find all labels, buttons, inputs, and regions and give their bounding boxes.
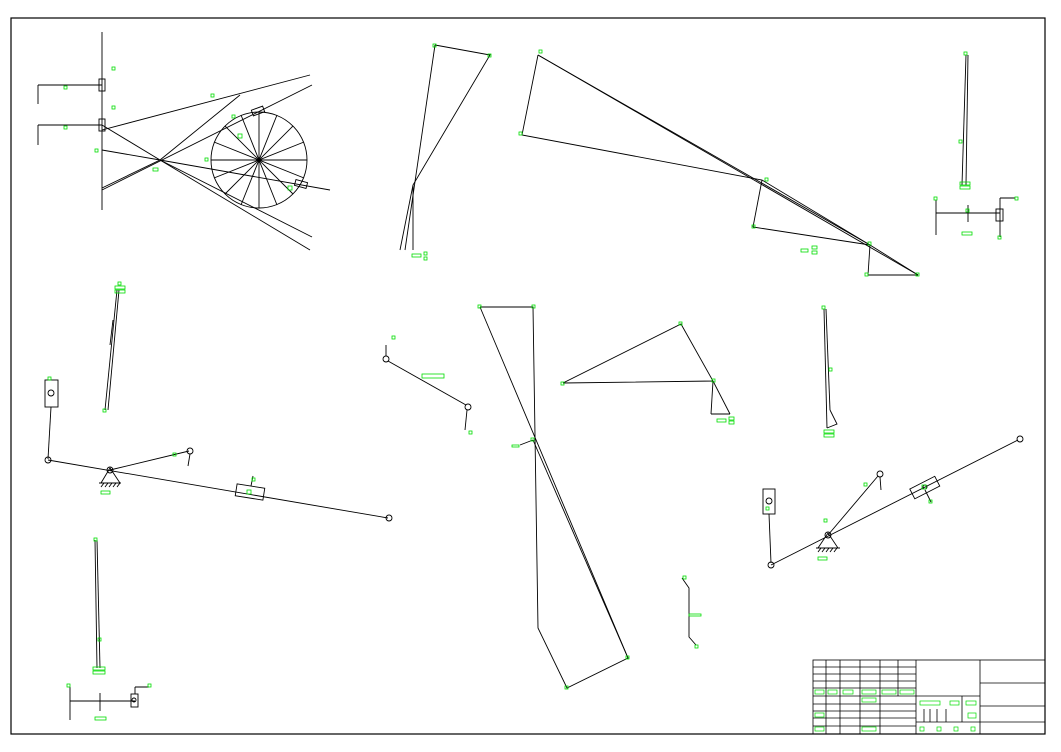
crank-wheel-mechanism (37, 32, 331, 251)
linkage-mid-right (562, 323, 731, 415)
crank-wheel-annotations (63, 66, 293, 191)
linkage-top-center (399, 44, 491, 251)
long-linkage-center (479, 306, 629, 689)
slider-top-right (935, 54, 1015, 237)
sheet-border (10, 17, 1046, 735)
slider-bottom-left (69, 539, 149, 720)
lever-pivot-right-annotations (765, 482, 933, 561)
lever-pivot-right (762, 435, 1024, 569)
title-block (812, 659, 1046, 735)
title-block-annotations (814, 689, 977, 732)
crank-center-small-annotations (391, 335, 473, 435)
slider-top-right-annotations (933, 51, 1019, 240)
lever-pivot-left-annotations (47, 376, 256, 495)
small-link-bottom-center-annotations (682, 575, 702, 649)
link-right-mid (823, 308, 838, 429)
slider-bottom-left-annotations (66, 537, 152, 721)
crank-center-small (382, 345, 472, 431)
linkage-mid-right-annotations (560, 321, 735, 425)
link-left-mid-annotations (102, 281, 126, 413)
small-link-bottom-center (681, 577, 697, 646)
large-linkage-annotations (518, 49, 920, 277)
large-linkage-top-right (521, 54, 919, 276)
link-right-mid-annotations (821, 305, 835, 438)
long-linkage-annotations (477, 304, 630, 690)
linkage-top-center-annotations (411, 43, 492, 261)
lever-pivot-left (44, 379, 393, 522)
link-left-mid (104, 289, 120, 411)
